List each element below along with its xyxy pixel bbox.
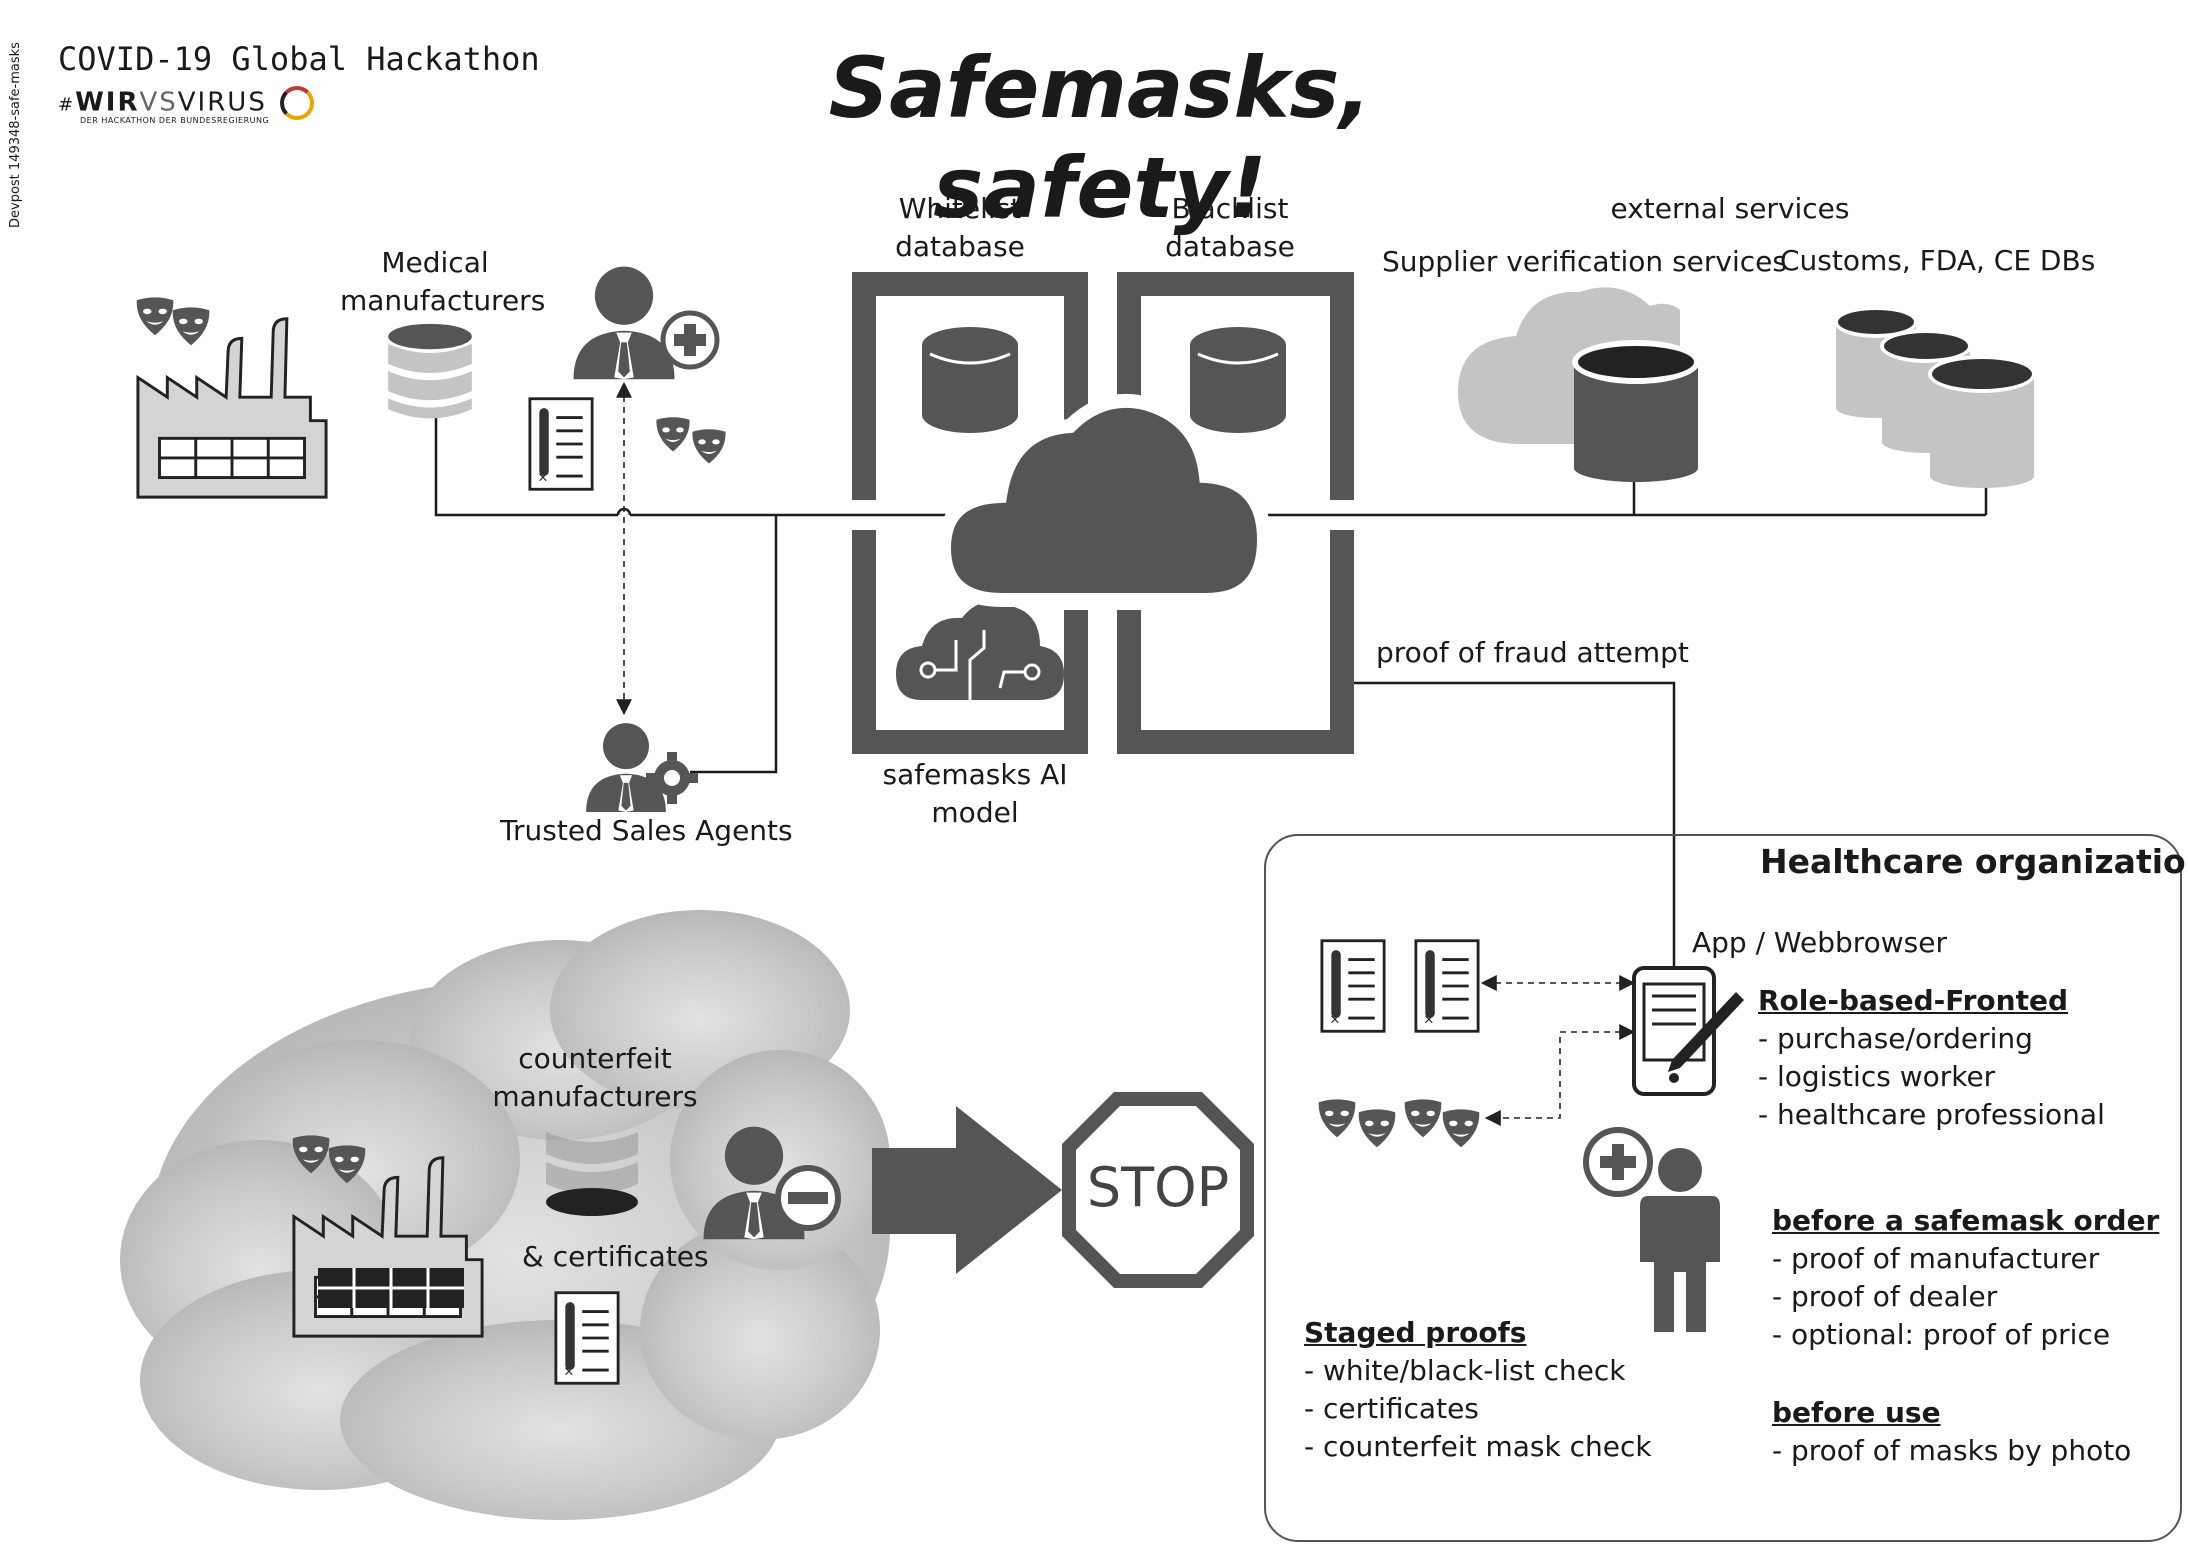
user-gear-icon [586,723,666,812]
whitelist-db-icon [922,327,1018,433]
blacklist-db-icon [1190,327,1286,433]
logo-ring-icon [279,86,314,120]
healthcare-organization-box [1264,834,2182,1542]
whitelist-line1: Whitelist [898,192,1022,225]
person-icon [1640,1148,1720,1332]
medical-factory-icon [136,317,328,499]
customs-label: Customs, FDA, CE DBs [1780,244,2096,277]
gear-icon [646,752,698,804]
stop-sign-icon [1062,1092,1254,1288]
fraud-proof-label: proof of fraud attempt [1376,636,1689,669]
counterfeit-label: counterfeit manufacturers [490,1040,700,1116]
masks-icon [136,297,174,336]
plus-badge-icon [660,310,720,370]
ai-model-line1: safemasks AI [882,758,1068,791]
stop-label: STOP [1087,1156,1229,1219]
hackathon-title: COVID-19 Global Hackathon [58,40,540,78]
user-plus-icon [573,266,675,380]
hub-brackets [852,272,1354,754]
medical-label-line1: Medical [381,246,489,279]
wirvsvirus-logo: #WIRVSVIRUS [58,86,314,120]
logo-wir: WIR [75,87,140,118]
healthcare-title: Healthcare organization [1760,842,2188,881]
whitelist-label: Whitelist database [880,190,1040,266]
central-cloud-icon [936,393,1272,607]
devpost-id: Devpost 149348-safe-masks [8,42,23,228]
trusted-sales-agents-label: Trusted Sales Agents [500,814,793,847]
before-order-heading: before a safemask order [1772,1204,2160,1237]
medical-database-icon [388,323,472,419]
role-section: Role-based-Fronted - purchase/ordering -… [1758,982,2105,1134]
medical-label-line2: manufacturers [340,284,546,317]
external-services-label: external services [1610,192,1850,225]
masks-icon [656,417,690,452]
staged-item: - white/black-list check [1304,1354,1626,1387]
before-order-item: - proof of manufacturer [1772,1242,2100,1275]
dashed-arrows [616,381,1636,1126]
before-order-item: - optional: proof of price [1772,1318,2111,1351]
before-use-item: - proof of masks by photo [1772,1434,2132,1467]
blacklist-line2: database [1165,230,1295,263]
staged-heading: Staged proofs [1304,1316,1527,1349]
before-use-heading: before use [1772,1396,1941,1429]
masks-icon [692,429,726,464]
counterfeit-window-grid [318,1268,464,1308]
staged-item: - certificates [1304,1392,1479,1425]
before-order-item: - proof of dealer [1772,1280,1998,1313]
counterfeit-cloud [120,910,890,1520]
role-item: - logistics worker [1758,1060,1996,1093]
logo-virus: VIRUS [177,87,267,118]
supplier-db-icon [1572,340,1700,482]
logo-vs: VS [139,87,178,118]
ai-cloud-icon [896,602,1064,700]
before-use-section: before use - proof of masks by photo [1772,1394,2131,1470]
counterfeit-line1: counterfeit [518,1042,672,1075]
blacklist-label: Blacklist database [1150,190,1310,266]
ai-model-label: safemasks AI model [880,756,1070,832]
ai-model-line2: model [931,796,1019,829]
app-webbrowser-label: App / Webbrowser [1692,926,1948,959]
staged-proofs-section: Staged proofs - white/black-list check -… [1304,1314,1652,1466]
medical-manufacturers-label: Medical manufacturers [340,244,546,320]
masks-icon [172,307,210,346]
counterfeit-line2: manufacturers [492,1080,698,1113]
customs-db-icon [1834,306,2036,488]
medical-cross-icon [1583,1127,1653,1197]
before-order-section: before a safemask order - proof of manuf… [1772,1202,2159,1354]
staged-item: - counterfeit mask check [1304,1430,1652,1463]
role-item: - healthcare professional [1758,1098,2105,1131]
counterfeit-database-icon [546,1132,638,1194]
supplier-verification-label: Supplier verification services [1382,245,1787,278]
logo-subtitle: DER HACKATHON DER BUNDESREGIERUNG [80,116,270,125]
tablet-icon [1632,966,1744,1096]
document-icon [528,397,594,491]
minus-badge-icon [775,1165,841,1231]
page-title: Safemasks, safety! [828,39,1372,237]
whitelist-line2: database [895,230,1025,263]
counterfeit-db-base [546,1188,638,1216]
certificates-label: & certificates [522,1240,709,1273]
role-heading: Role-based-Fronted [1758,984,2068,1017]
document-icon [554,1291,620,1385]
logo-hash: # [58,94,76,116]
role-item: - purchase/ordering [1758,1022,2033,1055]
arrow-icon [872,1106,1062,1274]
blacklist-line1: Blacklist [1171,192,1289,225]
